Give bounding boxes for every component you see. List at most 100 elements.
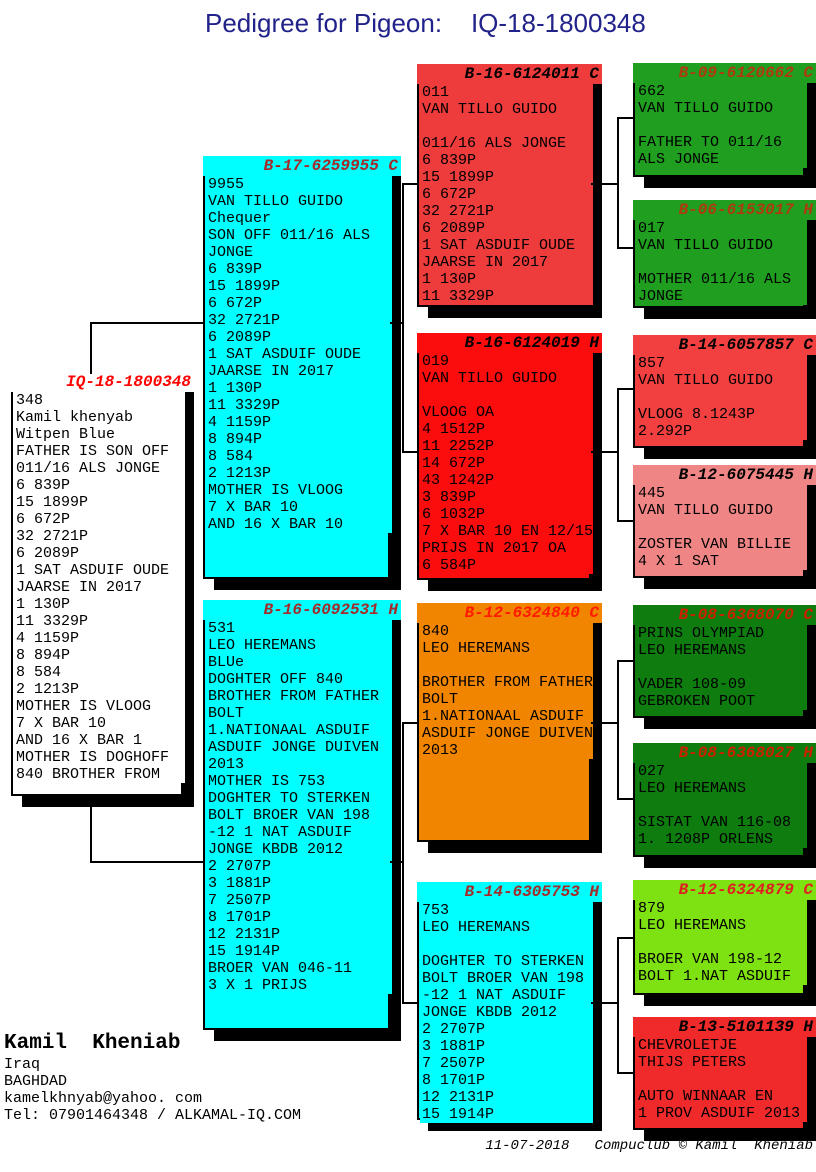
pedigree-line: 840 [420,623,593,640]
pedigree-line: JAARSE IN 2017 [14,579,185,596]
connector-line [617,388,619,522]
pedigree-line: 3 1881P [206,875,392,892]
pedigree-line [420,387,593,404]
pedigree-line: 6 2089P [420,220,593,237]
pedigree-line: LEO HEREMANS [420,640,593,657]
pedigree-line: 8 894P [206,431,392,448]
pedigree-line: SON OFF 011/16 ALS [206,227,392,244]
pedigree-line: Kamil khenyab [14,409,185,426]
ring-number: B-16-6092531 H [203,600,401,620]
pedigree-line: 2 1213P [14,681,185,698]
connector-line [402,722,404,1004]
pedigree-line: BOLT [420,691,593,708]
pedigree-line: PRIJS IN 2017 OA [420,540,593,557]
connector-line [390,322,404,324]
pedigree-line [636,117,807,134]
ring-number: B-14-6305753 H [417,882,602,902]
connector-line [90,322,203,324]
pedigree-line: SISTAT VAN 116-08 [636,814,807,831]
pedigree-line: JONGE KBDB 2012 [420,1004,593,1021]
pedigree-line: ASDUIF JONGE DUIVEN [206,739,392,756]
pedigree-line: 011/16 ALS JONGE [420,135,593,152]
contact-city: BAGHDAD [4,1073,68,1090]
ring-number: B-12-6324879 C [633,880,816,900]
pedigree-line: 6 839P [14,477,185,494]
pedigree-line: 6 672P [206,295,392,312]
pedigree-line: AND 16 X BAR 10 [206,516,392,533]
pedigree-line: JAARSE IN 2017 [206,363,392,380]
pedigree-line: LEO HEREMANS [420,919,593,936]
pedigree-line: 3 X 1 PRIJS [206,977,392,994]
pedigree-line: 662 [636,83,807,100]
pedigree-line: BROTHER FROM FATHER [420,674,594,691]
pedigree-line [420,118,593,135]
pedigree-line: 6 839P [206,261,392,278]
ring-number: B-17-6259955 C [203,156,401,176]
pedigree-line: 11 3329P [420,288,593,305]
ring-number: IQ-18-1800348 [11,372,194,392]
pedigree-line: DOGHTER OFF 840 [206,671,392,688]
pedigree-line: 11 3329P [14,613,185,630]
pedigree-line: 348 [14,392,185,409]
connector-line [617,937,633,939]
pedigree-line: VLOOG OA [420,404,593,421]
pedigree-line: 3 1881P [420,1038,593,1055]
pedigree-line: MOTHER IS VLOOG [14,698,185,715]
pedigree-line: 2 1213P [206,465,392,482]
ring-number: B-08-6368070 C [633,605,816,625]
pedigree-line [636,1071,807,1088]
pedigree-line: GEBROKEN POOT [636,693,807,710]
pedigree-line: BLUe [206,654,392,671]
connector-line [617,520,633,522]
page-title: Pedigree for Pigeon: IQ-18-1800348 [205,8,646,38]
ring-number: B-16-6124011 C [417,64,602,84]
pedigree-line: 019 [420,353,593,370]
pedigree-line: 7 2507P [206,892,392,909]
pedigree-line: 7 2507P [420,1055,593,1072]
pedigree-line [636,934,807,951]
pedigree-line: PRINS OLYMPIAD [636,625,807,642]
pedigree-line: -12 1 NAT ASDUIF [420,987,593,1004]
connector-line [90,861,203,863]
pedigree-line: BROER VAN 046-11 [206,960,392,977]
pedigree-line: 4 1159P [14,630,185,647]
pedigree-line: VAN TILLO GUIDO [636,100,807,117]
pedigree-line: 857 [636,355,807,372]
connector-line [402,451,417,453]
pedigree-line: 1 SAT ASDUIF OUDE [420,237,593,254]
pedigree-line: 32 2721P [206,312,392,329]
pedigree-line: 8 1701P [420,1072,593,1089]
breeder-contact: Kamil Kheniab Iraq BAGHDAD kamelkhnyab@y… [4,1032,301,1124]
pedigree-line: MOTHER IS VLOOG [206,482,392,499]
contact-country: Iraq [4,1056,41,1073]
pedigree-line: BOLT 1.NAT ASDUIF [636,968,807,985]
pedigree-line: 1 SAT ASDUIF OUDE [206,346,392,363]
footer-credit: 11-07-2018 Compuclub © Kamil Kheniab [485,1138,813,1154]
pedigree-line: 32 2721P [420,203,593,220]
pedigree-line: LEO HEREMANS [636,642,807,659]
pedigree-line: -12 1 NAT ASDUIF [206,824,392,841]
pedigree-line: 2 2707P [420,1021,593,1038]
pedigree-line: 8 584 [206,448,392,465]
pedigree-line [636,659,807,676]
connector-line [617,388,633,390]
pedigree-line: 8 584 [14,664,185,681]
pedigree-line: 8 894P [14,647,185,664]
pedigree-line: CHEVROLETJE [636,1037,807,1054]
pedigree-line: 9955 [206,176,392,193]
pedigree-line: 531 [206,620,392,637]
